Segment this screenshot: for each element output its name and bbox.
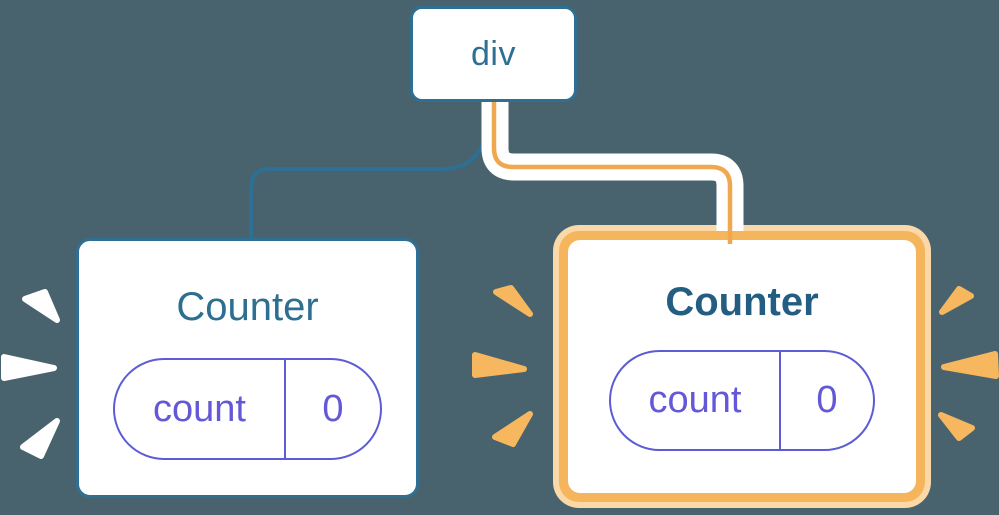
edge-to-left-counter xyxy=(249,100,493,241)
sparkle-icon xyxy=(20,418,60,459)
state-key: count xyxy=(648,379,742,421)
sparkle-icon xyxy=(22,289,60,323)
sparkle-burst-middle xyxy=(472,285,533,447)
state-value: 0 xyxy=(284,360,380,458)
edge-to-right-counter xyxy=(491,100,733,244)
state-pill: count 0 xyxy=(113,358,382,460)
state-value: 0 xyxy=(779,352,873,449)
counter-card-left: Counter count 0 xyxy=(76,238,419,498)
sparkle-burst-left xyxy=(1,289,60,459)
sparkle-icon xyxy=(472,352,527,378)
state-key: count xyxy=(153,387,246,430)
sparkle-burst-right xyxy=(938,286,999,441)
sparkle-icon xyxy=(939,286,974,315)
highlight-border-band: Counter count 0 xyxy=(559,231,925,502)
sparkle-icon xyxy=(1,354,57,381)
state-pill: count 0 xyxy=(609,350,875,451)
sparkle-icon xyxy=(493,285,533,317)
counter-title: Counter xyxy=(176,285,319,329)
sparkle-icon xyxy=(492,411,533,447)
counter-card-right-highlight: Counter count 0 xyxy=(553,225,931,508)
sparkle-icon xyxy=(938,412,975,441)
root-node-label: div xyxy=(471,34,516,73)
root-node: div xyxy=(410,6,577,102)
sparkle-icon xyxy=(941,351,999,379)
counter-card-right: Counter count 0 xyxy=(568,240,916,493)
counter-title: Counter xyxy=(665,280,819,324)
